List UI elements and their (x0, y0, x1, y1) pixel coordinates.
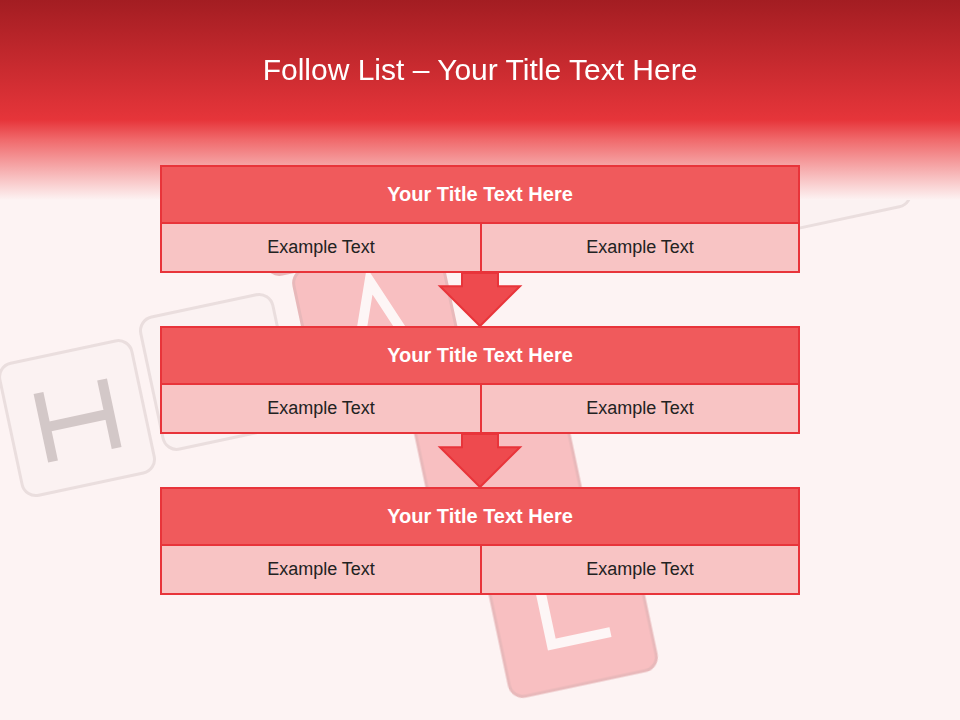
step-box: Your Title Text HereExample Text Example … (160, 165, 800, 273)
example-cell: Example Text (162, 383, 480, 432)
example-cell: Example Text (480, 383, 798, 432)
flow-arrow (440, 273, 520, 326)
example-text: Example Text (259, 235, 383, 260)
slide-title: Follow List – Your Title Text Here (0, 52, 960, 88)
example-text: Example Text (578, 396, 702, 421)
example-text: Example Text (578, 557, 702, 582)
example-cell: Example Text (162, 544, 480, 593)
example-cell: Example Text (480, 544, 798, 593)
example-cell: Example Text (480, 222, 798, 271)
step-title: Your Title Text Here (162, 489, 798, 544)
example-text: Example Text (259, 557, 383, 582)
step-box: Your Title Text HereExample Text Example … (160, 326, 800, 434)
example-text: Example Text (259, 396, 383, 421)
step-box: Your Title Text HereExample Text Example … (160, 487, 800, 595)
example-text: Example Text (578, 235, 702, 260)
flow-arrow (440, 434, 520, 487)
step-title: Your Title Text Here (162, 167, 798, 222)
step-title: Your Title Text Here (162, 328, 798, 383)
example-cell: Example Text (162, 222, 480, 271)
